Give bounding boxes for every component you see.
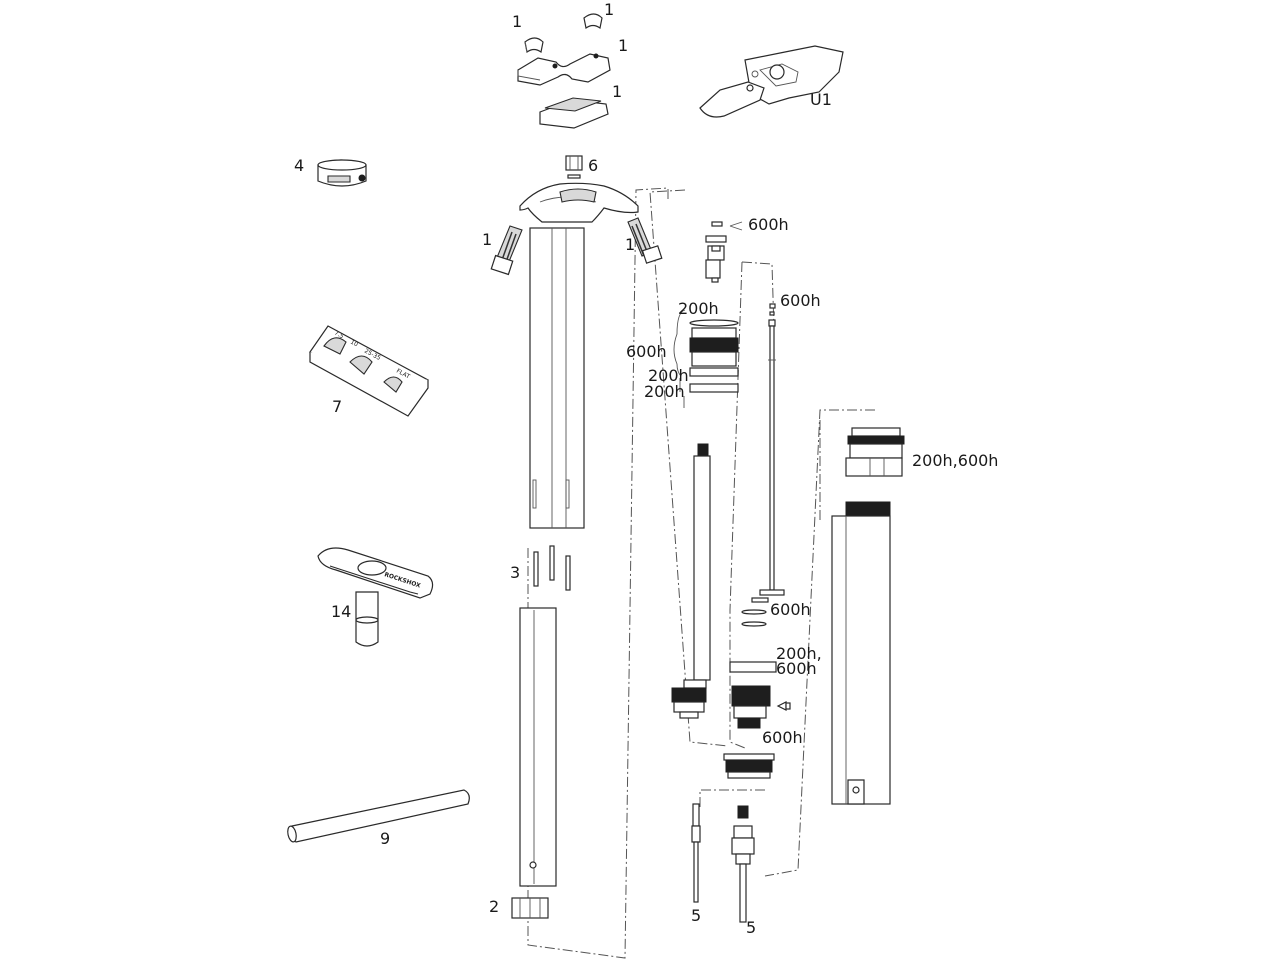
callout-cartridge-top-oring: 600h — [748, 215, 789, 234]
cable-end-right — [731, 805, 755, 923]
cable-end-left — [691, 803, 701, 903]
callout-clamp-top: 1 — [618, 36, 629, 55]
clamp-bottom-plate — [539, 97, 609, 129]
callout-top-hardware-a: 1 — [512, 12, 523, 31]
guide-keys — [533, 545, 571, 591]
callout-seal-head-600h: 600h — [626, 342, 667, 361]
bushing-tool: 7.5 10 25-35 FLAT — [309, 325, 429, 417]
callout-seal-head-200h-b: 200h — [648, 366, 689, 385]
callout-piston-oring: 600h — [762, 728, 803, 747]
head-bolt-left — [490, 225, 523, 276]
callout-remote-lever: U1 — [810, 90, 832, 109]
callout-bottom-nut: 2 — [489, 897, 500, 916]
callout-top-hardware-b: 1 — [604, 0, 615, 19]
seal-head-stack — [689, 319, 739, 393]
outer-tube — [831, 501, 891, 805]
callout-lower-seal-line1: 200h, — [776, 644, 822, 663]
callout-bleed-rod: 9 — [380, 829, 391, 848]
bottom-plug — [723, 753, 775, 779]
callout-nut: 6 — [588, 156, 599, 175]
bleed-rod — [287, 789, 470, 843]
svg-text:7.5: 7.5 — [333, 330, 345, 341]
inner-rod — [741, 303, 785, 627]
callout-seal-head-200h-a: 200h — [678, 299, 719, 318]
torque-wrench: ROCKSHOX — [317, 547, 434, 647]
cartridge-shaft — [671, 443, 711, 719]
callout-top-cap-service: 200h,600h — [912, 451, 999, 470]
callout-shaft-lower-oring: 600h — [770, 600, 811, 619]
lower-post — [519, 607, 557, 887]
callout-bolt-right: 1 — [625, 235, 636, 254]
callout-shaft-top-oring: 600h — [780, 291, 821, 310]
callout-bushing-tool: 7 — [332, 397, 343, 416]
callout-cable-left: 5 — [691, 906, 702, 925]
clamp-top-plate — [517, 53, 611, 86]
callout-seal-head-200h-c: 200h — [644, 382, 685, 401]
cartridge-top-valve — [705, 221, 727, 283]
callout-leaders — [673, 221, 743, 408]
callout-lower-seal-line2: 600h — [776, 659, 817, 678]
svg-text:10: 10 — [349, 339, 359, 349]
callout-torque-wrench: 14 — [331, 602, 352, 621]
remote-lever — [699, 45, 844, 118]
bottom-nut — [511, 897, 549, 919]
callout-clamp-bottom: 1 — [612, 82, 623, 101]
callout-cable-right: 5 — [746, 918, 757, 937]
upper-post — [519, 182, 639, 529]
seat-collar — [317, 159, 367, 187]
head-bolt-right — [627, 217, 663, 264]
clamp-cradle-small-left — [524, 37, 544, 54]
callout-keys: 3 — [510, 563, 521, 582]
callout-seat-collar: 4 — [294, 156, 305, 175]
lower-seal-assembly — [729, 661, 791, 729]
top-cap — [845, 427, 905, 477]
callout-bolt-left: 1 — [482, 230, 493, 249]
head-nut — [565, 155, 583, 179]
clamp-cradle-small-right — [583, 13, 603, 30]
